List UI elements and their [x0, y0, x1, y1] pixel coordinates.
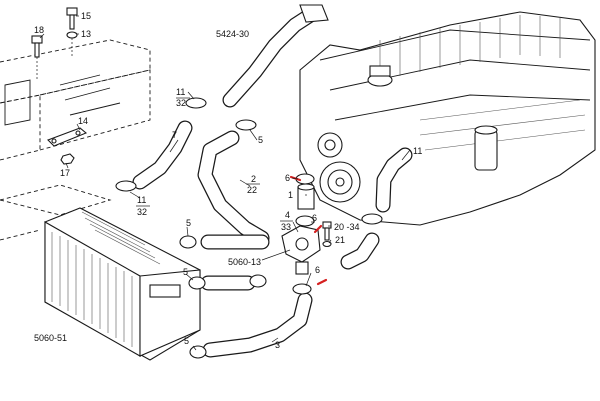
label-15: 15	[81, 11, 91, 21]
label-5-mid: 5	[183, 267, 188, 277]
hose-lower-right	[340, 232, 380, 270]
tube-1	[297, 183, 315, 210]
part-labels: 18 15 13 5424-30 11 32 7 5 14 17 11 32 2…	[34, 11, 422, 350]
label-5-low: 5	[184, 336, 189, 346]
label-20-34: 20 -34	[334, 222, 360, 232]
plate-14	[47, 123, 88, 147]
nut-17	[60, 153, 75, 165]
label-6-top: 6	[285, 173, 290, 183]
bolt-18	[31, 35, 43, 80]
engine	[299, 11, 596, 226]
label-5424-30: 5424-30	[216, 29, 249, 39]
label-5060-13: 5060-13	[228, 257, 261, 267]
label-5060-51: 5060-51	[34, 333, 67, 343]
intercooler	[44, 207, 201, 361]
pipe-5424-30	[222, 4, 329, 108]
label-11-mid: 11	[137, 195, 146, 205]
label-11-right: 11	[413, 146, 422, 156]
label-22: 22	[247, 185, 257, 195]
label-21: 21	[335, 235, 345, 245]
label-6-low: 6	[315, 265, 320, 275]
frame-bracket	[0, 39, 151, 241]
label-32-mid: 32	[137, 207, 147, 217]
hose-11-right	[375, 147, 413, 213]
label-11-top: 11	[176, 87, 185, 97]
label-1: 1	[288, 190, 293, 200]
label-4: 4	[285, 210, 290, 220]
bolt-15	[66, 7, 78, 58]
label-18: 18	[34, 25, 44, 35]
leader-lines	[39, 15, 411, 351]
label-17: 17	[60, 168, 70, 178]
label-14: 14	[78, 116, 88, 126]
thermostat-housing	[281, 225, 321, 275]
label-2: 2	[251, 174, 256, 184]
label-7: 7	[172, 130, 177, 140]
label-5-left: 5	[186, 218, 191, 228]
label-6-mid: 6	[312, 213, 317, 223]
hose-7	[132, 120, 193, 190]
clamps	[115, 97, 383, 359]
label-13: 13	[81, 29, 91, 39]
label-33: 33	[281, 222, 291, 232]
label-5-upper: 5	[258, 135, 263, 145]
hose-2	[197, 130, 270, 246]
label-32-top: 32	[176, 98, 186, 108]
hose-3	[202, 292, 313, 358]
label-3: 3	[275, 340, 280, 350]
